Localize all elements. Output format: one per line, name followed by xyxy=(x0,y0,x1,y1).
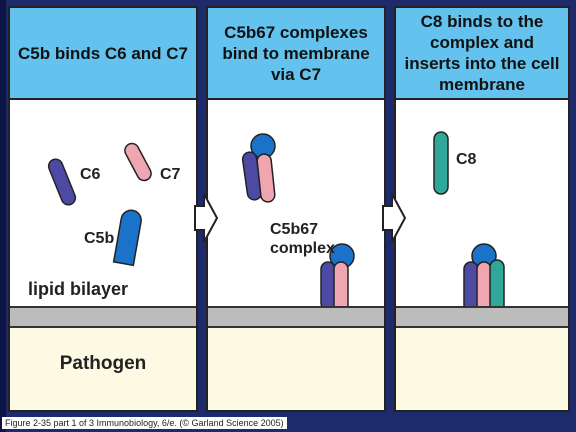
c8-label: C8 xyxy=(456,151,477,168)
c7-label: C7 xyxy=(160,166,181,183)
figure-caption: Figure 2-35 part 1 of 3 Immunobiology, 6… xyxy=(2,417,287,429)
membrane xyxy=(396,306,568,328)
floating-c5b67-complex xyxy=(241,133,276,203)
panel-1-heading: C5b binds C6 and C7 xyxy=(10,8,196,100)
c5b-label: C5b xyxy=(84,230,115,247)
panel-3-heading: C8 binds to the complex and inserts into… xyxy=(396,8,568,100)
slide-edge-band xyxy=(0,0,6,432)
pathogen-region xyxy=(208,328,384,410)
panel-1-molecules xyxy=(47,142,152,267)
c5b67-complex-label: C5b67 complex xyxy=(270,221,335,257)
lipid-bilayer-label: lipid bilayer xyxy=(28,279,129,299)
membrane xyxy=(208,306,384,328)
pathogen-region xyxy=(10,328,196,410)
panel-c5b-binds: C5b binds C6 and C7 C6 C7 C5b lipid bila… xyxy=(8,6,198,412)
c8-molecule xyxy=(433,131,449,195)
panel-2-heading: C5b67 complexes bind to membrane via C7 xyxy=(208,8,384,100)
membrane-bound-c5b67-complex xyxy=(320,243,355,317)
panel-c8-binds: C8 binds to the complex and inserts into… xyxy=(394,6,570,412)
pathogen-label: Pathogen xyxy=(59,353,147,374)
pathogen-region xyxy=(396,328,568,410)
c5b-molecule xyxy=(112,209,142,267)
panel-2-molecules xyxy=(241,133,355,317)
c7-molecule xyxy=(124,142,152,182)
panel-c5b67-binds: C5b67 complexes bind to membrane via C7 … xyxy=(206,6,386,412)
membrane xyxy=(10,306,196,328)
c6-molecule xyxy=(47,158,77,206)
c6-label: C6 xyxy=(80,166,101,183)
arrow-right-icon xyxy=(382,193,407,243)
arrow-right-icon xyxy=(194,193,219,243)
